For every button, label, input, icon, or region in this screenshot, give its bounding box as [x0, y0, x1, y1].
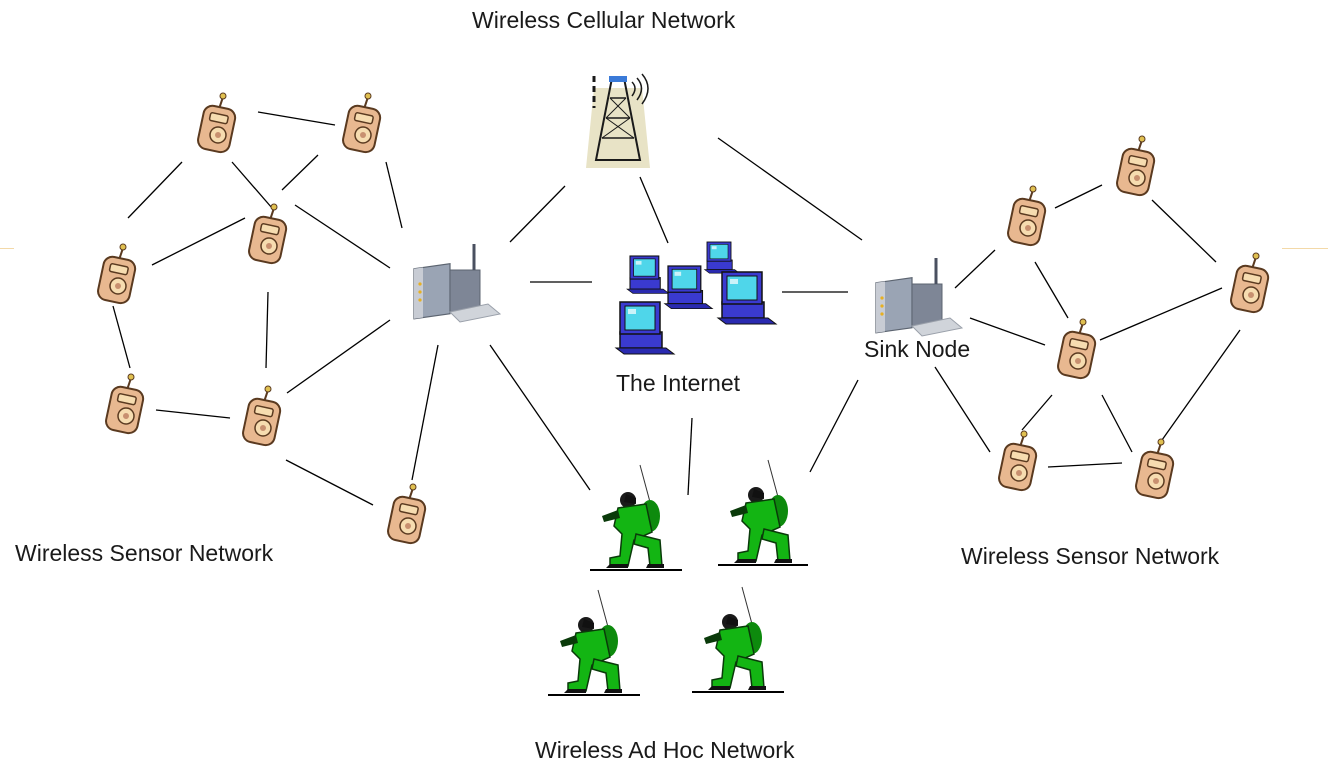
sink-node-router-icon: [874, 256, 964, 338]
soldier-icon: [729, 459, 793, 564]
sensor-node-icon: [385, 483, 428, 546]
sensor-node-icon: [103, 373, 146, 436]
sensor-node-icon: [246, 203, 289, 266]
link: [1161, 329, 1241, 441]
sensor-nodes-left: [95, 92, 428, 546]
link: [231, 161, 273, 209]
sensor-node-icon: [340, 92, 383, 155]
link: [717, 137, 863, 241]
soldier-icon: [601, 464, 665, 569]
links: [112, 111, 1241, 506]
sensor-node-icon: [95, 243, 138, 306]
link: [1034, 261, 1069, 319]
soldier-icon: [559, 589, 623, 694]
router-icon: [412, 242, 502, 324]
link: [285, 459, 374, 506]
sensor-node-icon: [240, 385, 283, 448]
soldier-icon: [703, 586, 767, 691]
sensor-node-icon: [1114, 135, 1157, 198]
sensor-node-icon: [1055, 318, 1098, 381]
link: [1101, 394, 1133, 453]
link: [1151, 199, 1217, 263]
sensor-node-icon: [1005, 185, 1048, 248]
decor-line-left: [0, 248, 14, 249]
link: [294, 204, 391, 269]
link: [954, 249, 996, 289]
link: [112, 305, 131, 369]
link: [265, 291, 269, 369]
sensor-nodes-right: [996, 135, 1271, 501]
link: [1099, 287, 1223, 341]
link: [1047, 462, 1123, 468]
label-adhoc-network: Wireless Ad Hoc Network: [535, 737, 795, 763]
link: [257, 111, 336, 126]
link: [385, 161, 403, 229]
soldiers: [548, 459, 808, 696]
label-cellular-network: Wireless Cellular Network: [472, 7, 736, 33]
label-sensor-network-left: Wireless Sensor Network: [15, 540, 274, 566]
link: [969, 317, 1046, 346]
link: [489, 344, 591, 491]
link: [509, 185, 566, 243]
link: [281, 154, 319, 191]
link: [809, 379, 859, 473]
sensor-node-icon: [195, 92, 238, 155]
label-internet: The Internet: [616, 370, 741, 396]
sensor-node-icon: [1133, 438, 1176, 501]
cell-tower-icon: [586, 73, 650, 168]
link: [411, 344, 439, 481]
label-sensor-network-right: Wireless Sensor Network: [961, 543, 1220, 569]
link: [151, 217, 246, 266]
sensor-node-icon: [996, 430, 1039, 493]
link: [155, 409, 231, 419]
link: [127, 161, 183, 219]
link: [1054, 184, 1103, 209]
decor-line-right: [1282, 248, 1328, 249]
computer-network-icon: [615, 241, 777, 355]
link: [1021, 394, 1053, 431]
link: [934, 366, 991, 453]
link: [286, 319, 391, 394]
link: [639, 176, 669, 244]
label-sink-node: Sink Node: [864, 336, 971, 362]
link: [687, 417, 693, 496]
sensor-node-icon: [1228, 252, 1271, 315]
